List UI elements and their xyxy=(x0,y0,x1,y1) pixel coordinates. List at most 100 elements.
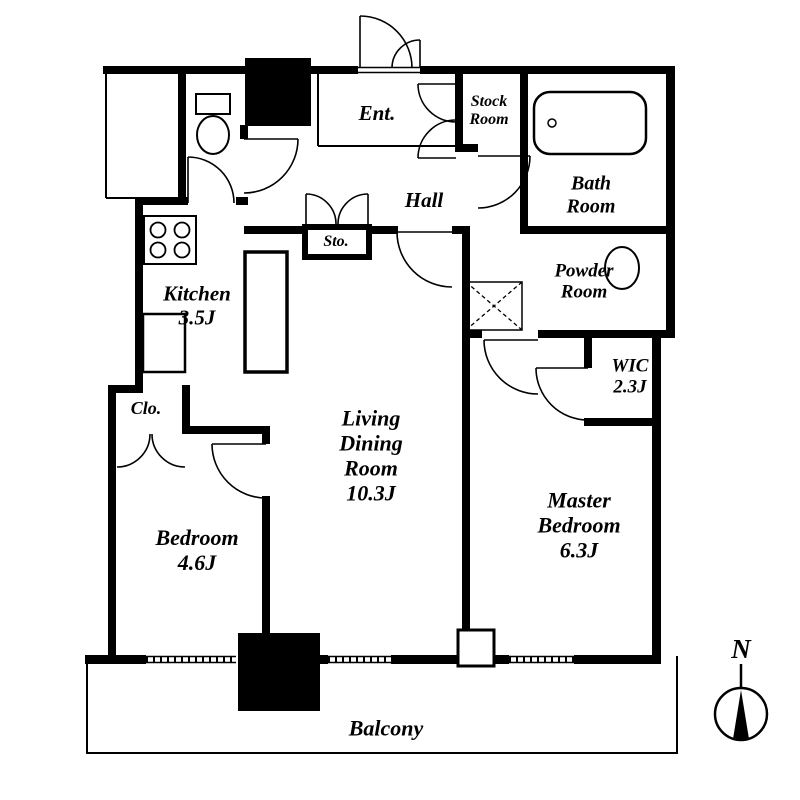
closet-door-arc xyxy=(116,433,151,468)
wall-segment xyxy=(244,226,306,234)
wall-segment xyxy=(108,426,116,434)
room-label-closet: Clo. xyxy=(130,397,162,418)
room-label-bedroom: Bedroom 4.6J xyxy=(155,525,239,575)
wall-segment xyxy=(368,226,398,234)
wall-segment xyxy=(452,226,470,234)
wall-segment xyxy=(520,226,675,234)
wall-segment xyxy=(178,66,186,205)
windows xyxy=(146,654,574,665)
wic-door-arc xyxy=(535,367,589,421)
room-label-powder-room: Powder Room xyxy=(554,260,614,303)
storage-door-arc xyxy=(305,193,337,225)
washer-pan xyxy=(465,281,523,331)
room-label-living-dining: Living Dining Room 10.3J xyxy=(339,405,403,505)
walls xyxy=(85,66,675,664)
wall-segment xyxy=(492,655,509,664)
closet-door-arc xyxy=(151,433,186,468)
wall-segment xyxy=(584,418,661,426)
north-compass-icon xyxy=(713,664,769,742)
balcony-outline xyxy=(86,656,678,754)
wall-segment xyxy=(462,226,470,658)
shoe-closet-door-arc xyxy=(417,83,457,123)
pillar-top xyxy=(245,58,311,126)
washing-machine-icon xyxy=(465,281,523,331)
wall-segment xyxy=(652,330,661,664)
wall-segment xyxy=(420,66,675,74)
entrance-door-arc xyxy=(391,39,421,69)
bathtub-icon xyxy=(532,90,648,156)
wall-segment xyxy=(584,338,592,368)
window xyxy=(146,654,236,665)
burner xyxy=(173,241,191,259)
washbasin-icon xyxy=(604,246,640,290)
toilet-door-arc xyxy=(187,156,235,204)
kitchen-counter-island xyxy=(243,250,289,374)
wall-segment xyxy=(538,330,661,338)
wall-segment xyxy=(135,197,188,205)
wall-segment xyxy=(262,496,270,658)
bathtub xyxy=(532,90,648,156)
storage-door-arc xyxy=(337,193,369,225)
room-label-stock-room: Stock Room xyxy=(469,92,509,128)
room-label-balcony: Balcony xyxy=(348,715,424,741)
powder-door-arc xyxy=(477,155,531,209)
thin-lines xyxy=(86,66,678,754)
wall-segment xyxy=(455,144,478,152)
washroom-door-arc xyxy=(243,138,299,194)
wall-segment xyxy=(666,66,675,338)
room-label-wic: WIC 2.3J xyxy=(611,355,649,398)
bathtub-drain xyxy=(547,118,557,128)
shoe-closet-door-arc xyxy=(417,119,457,159)
toilet-icon xyxy=(195,93,231,155)
wall-segment xyxy=(391,655,458,664)
washer-cross xyxy=(465,281,523,331)
compass-north-label: N xyxy=(731,633,751,664)
room-label-bath-room: Bath Room xyxy=(566,172,616,217)
wall-segment xyxy=(262,434,270,444)
wall-segment xyxy=(108,385,116,664)
stove-icon xyxy=(143,215,197,265)
wall-segment xyxy=(240,125,248,139)
wall-segment xyxy=(652,330,675,338)
wall-segment xyxy=(318,655,328,664)
stove-body xyxy=(143,215,197,265)
compass-needle xyxy=(733,690,749,739)
wall-segment xyxy=(108,385,143,393)
window-gap xyxy=(328,654,391,665)
wall-segment xyxy=(574,655,661,664)
pillars xyxy=(238,58,320,711)
fixtures xyxy=(141,90,648,374)
wall-segment xyxy=(182,385,190,434)
burner xyxy=(173,221,191,239)
window-gap xyxy=(509,654,574,665)
column-box xyxy=(456,628,496,668)
wall-segment xyxy=(462,330,482,338)
toilet-bowl xyxy=(196,115,230,155)
room-label-storage: Sto. xyxy=(323,232,349,250)
doors xyxy=(116,15,589,499)
wall-segment xyxy=(455,74,463,152)
wall-segment xyxy=(135,197,143,393)
window-gap xyxy=(146,654,236,665)
storage-closet-inner xyxy=(308,230,366,254)
wall-segment xyxy=(236,197,248,205)
wall-segment xyxy=(520,74,528,234)
toilet-tank xyxy=(195,93,231,115)
bedroom-door-arc xyxy=(211,443,267,499)
wall-segment xyxy=(185,426,270,434)
window xyxy=(328,654,391,665)
entrance-door-arc xyxy=(359,15,413,69)
room-label-master-bedroom: Master Bedroom 6.3J xyxy=(537,487,621,563)
burner xyxy=(149,241,167,259)
pillar-bottom xyxy=(238,633,320,711)
room-label-kitchen: Kitchen 3.5J xyxy=(163,281,231,329)
wall-segment xyxy=(103,66,358,74)
master-door-arc xyxy=(483,339,539,395)
living-door-arc xyxy=(396,231,453,288)
window xyxy=(509,654,574,665)
room-label-entrance: Ent. xyxy=(358,101,396,126)
kitchen-sink-counter xyxy=(141,312,187,374)
room-label-hall: Hall xyxy=(404,188,444,213)
